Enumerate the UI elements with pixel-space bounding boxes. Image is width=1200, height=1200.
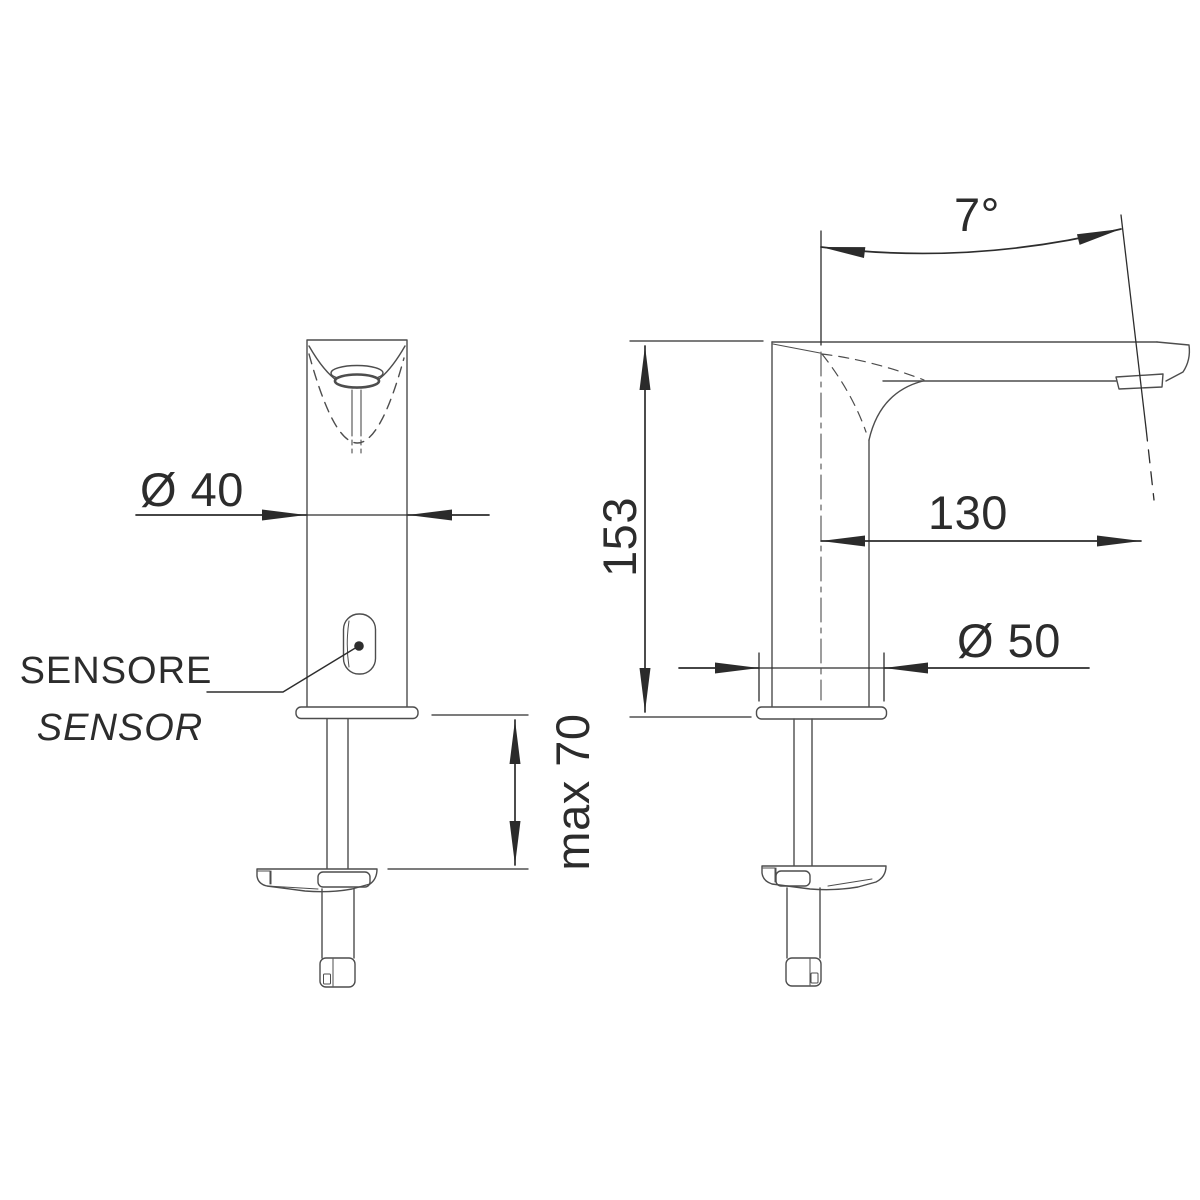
side-shank xyxy=(793,718,813,867)
side-mounting-washer xyxy=(761,865,887,891)
side-nut-end xyxy=(785,957,822,987)
sensor-window-inner-lip xyxy=(346,620,350,668)
sensor-leader-line xyxy=(206,646,358,693)
front-nut-notch xyxy=(323,973,331,985)
front-washer-details xyxy=(257,870,319,890)
spout-tip xyxy=(1156,341,1191,382)
dim-label-spout-reach: 130 xyxy=(928,486,1008,539)
side-view xyxy=(755,341,1191,987)
stream-lines xyxy=(351,389,362,437)
sensor-label-english: SENSOR xyxy=(37,707,203,749)
dim-label-total-height: 153 xyxy=(593,497,646,577)
annotation-text: Ø 40 Ø 50 153 130 7° max 70 SENSORE SENS… xyxy=(20,188,1061,871)
sensor-leader-dot xyxy=(354,641,364,651)
side-nut-notch xyxy=(810,972,819,984)
sensor-label-italian: SENSORE xyxy=(20,650,213,692)
front-view xyxy=(256,339,419,988)
dim-label-spout-angle: 7° xyxy=(954,188,1000,241)
scoop-dip-edge xyxy=(772,343,821,354)
dim-label-base-diameter: Ø 50 xyxy=(957,614,1061,667)
front-nut-cylinder xyxy=(321,888,355,959)
dim-arc-7deg xyxy=(820,228,1122,258)
dim-label-body-diameter: Ø 40 xyxy=(140,463,244,516)
aerator-inner-disc xyxy=(333,373,381,389)
front-scoop-hidden-curve xyxy=(308,353,405,444)
spout-neck-curve xyxy=(868,380,924,441)
ext-line-7deg-tilted xyxy=(1120,214,1147,429)
ext-line-7deg-tilted-dashed xyxy=(1145,427,1155,501)
spout-tip-aerator xyxy=(1115,373,1164,390)
dim-label-max-deck-thickness: max 70 xyxy=(546,713,599,870)
front-deck-flange xyxy=(295,706,419,720)
side-deck-flange xyxy=(755,706,888,720)
front-mounting-washer xyxy=(256,868,378,893)
dimension-lines xyxy=(135,214,1155,870)
front-washer-slot xyxy=(317,871,371,888)
front-body-outline xyxy=(306,339,408,709)
side-nut-cylinder xyxy=(786,887,821,959)
front-nut-end xyxy=(319,957,356,988)
side-body-outline xyxy=(771,341,870,708)
side-washer-details xyxy=(762,867,873,887)
stream-lines-dashed xyxy=(351,439,362,454)
side-hidden-edges xyxy=(821,353,925,433)
front-shank xyxy=(326,718,349,870)
